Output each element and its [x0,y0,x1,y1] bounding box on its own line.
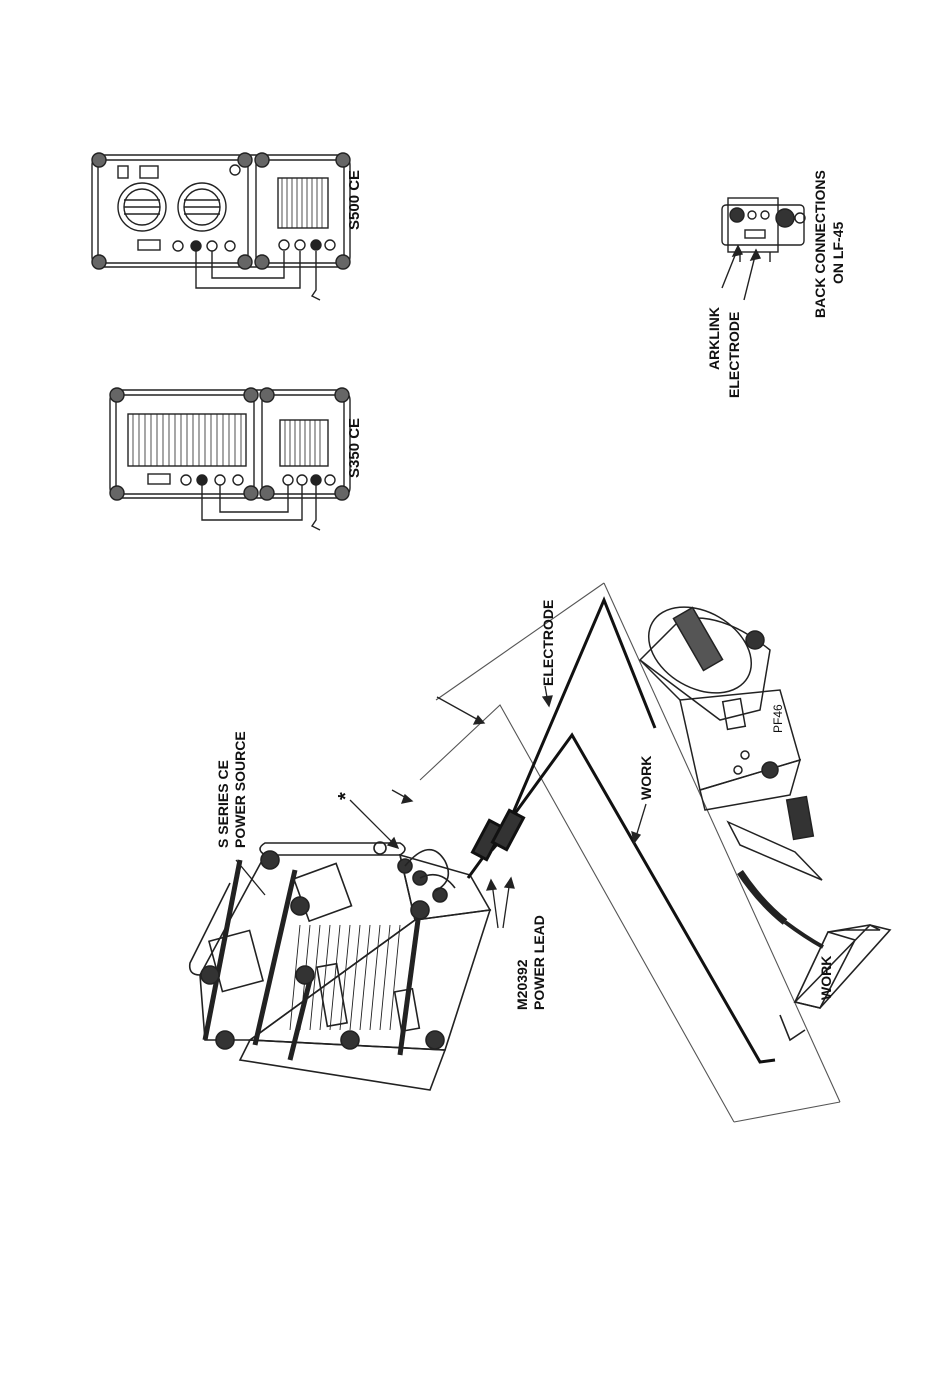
label-s500: S500 CE [347,170,363,230]
pf46-wire-feeder [633,590,800,810]
work-piece [780,925,890,1040]
welding-torch [728,797,823,947]
label-electrode-small: ELECTRODE [726,312,742,398]
label-power-source: POWER SOURCE [232,731,248,848]
label-pf46: PF46 [770,704,786,733]
label-power-lead: POWER LEAD [531,915,547,1010]
label-work-piece: WORK [818,956,834,1000]
power-source-drawing [190,842,490,1090]
label-s-series: S SERIES CE [215,760,231,848]
label-asterisk: * [338,792,354,800]
lf45-back-view [722,198,805,300]
label-electrode-cable: ELECTRODE [540,600,556,686]
label-work-cable: WORK [638,756,654,800]
label-on-lf45: ON LF-45 [830,222,846,284]
s350-rear-panel [110,388,350,530]
label-back-connections: BACK CONNECTIONS [812,170,828,318]
label-m20392: M20392 [514,959,530,1010]
s500-rear-panel [92,153,350,300]
label-s350: S350 CE [347,418,363,478]
label-arklink: ARKLINK [706,307,722,370]
